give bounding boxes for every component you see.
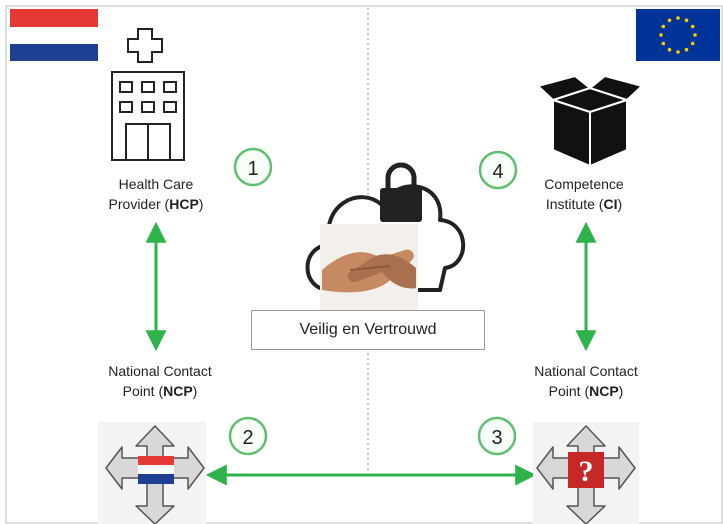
eu-flag-icon: [636, 9, 720, 61]
eu-star-icon: [659, 33, 663, 37]
hcp-label: Health Care Provider (HCP): [108, 176, 204, 212]
ncp-right-label: National Contact Point (NCP): [534, 363, 638, 399]
eu-star-icon: [661, 41, 666, 46]
step-1-number: 1: [247, 158, 258, 180]
ncp-left-label: National Contact Point (NCP): [108, 363, 212, 399]
step-1-marker: 1: [233, 147, 273, 187]
ci-label: Competence Institute (CI): [544, 176, 624, 212]
eu-star-icon: [676, 16, 680, 20]
question-mark-symbol: ?: [579, 455, 594, 488]
eu-star-icon: [684, 47, 689, 52]
handshake-icon: [320, 224, 418, 310]
eu-star-icon: [676, 50, 680, 54]
ncp-netherlands-icon: [98, 422, 206, 524]
netherlands-flag-icon: [10, 9, 98, 61]
frame-border: [5, 5, 723, 524]
eu-star-icon: [667, 18, 672, 23]
hospital-icon: [111, 28, 185, 161]
eu-star-icon: [661, 24, 666, 29]
step-4-marker: 4: [478, 150, 518, 190]
step-2-number: 2: [242, 427, 253, 449]
step-3-marker: 3: [477, 416, 517, 456]
eu-star-icon: [684, 18, 689, 23]
step-2-marker: 2: [228, 416, 268, 456]
center-label: Veilig en Vertrouwd: [251, 310, 485, 350]
step-4-number: 4: [492, 161, 503, 183]
ncp-unknown-country-icon: ?: [533, 422, 639, 524]
eu-star-icon: [693, 33, 697, 37]
step-3-number: 3: [491, 427, 502, 449]
eu-star-icon: [667, 47, 672, 52]
eu-star-icon: [690, 41, 695, 46]
box-icon: [537, 75, 643, 167]
eu-star-icon: [690, 24, 695, 29]
